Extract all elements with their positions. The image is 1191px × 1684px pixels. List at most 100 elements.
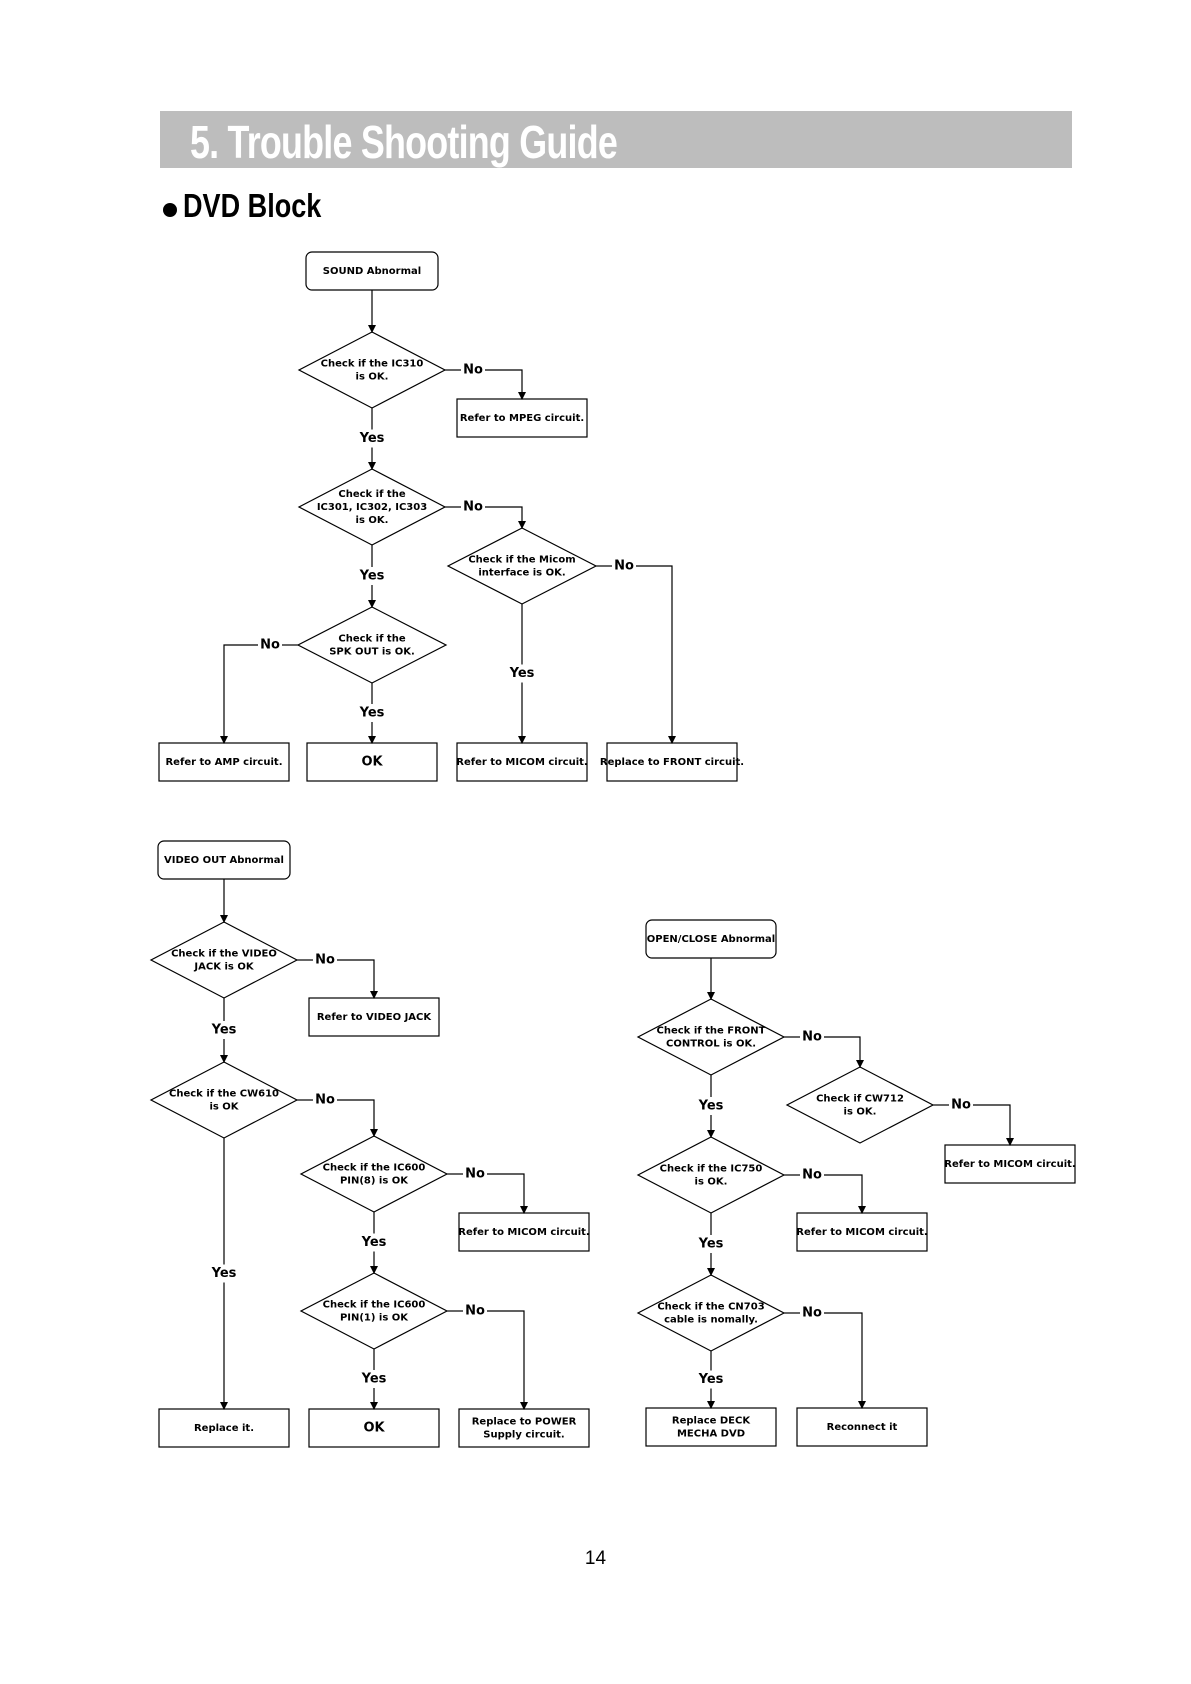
process-box	[158, 1408, 290, 1448]
node-text: Check if the IC600	[323, 1163, 426, 1174]
flow-node-process: Refer to VIDEO JACK	[308, 997, 440, 1037]
node-text: cable is nomally.	[664, 1315, 758, 1326]
node-text: Check if the VIDEO	[171, 949, 277, 960]
no-label: No	[315, 1093, 335, 1108]
process-box	[308, 1408, 440, 1448]
process-box	[606, 742, 738, 782]
flow-edge	[337, 1099, 378, 1137]
process-box	[645, 1407, 777, 1447]
node-text: is OK.	[356, 515, 389, 526]
yes-label: Yes	[359, 431, 385, 446]
no-label: No	[465, 1304, 485, 1319]
no-label: No	[802, 1306, 822, 1321]
node-text: Check if the IC600	[323, 1300, 426, 1311]
process-box	[456, 742, 588, 782]
node-text: MECHA DVD	[677, 1429, 745, 1440]
flow-edge	[487, 1310, 528, 1410]
yes-label: Yes	[361, 1235, 387, 1250]
node-text: Refer to MICOM circuit.	[944, 1159, 1075, 1170]
node-text: Check if the CW610	[169, 1089, 279, 1100]
flow-node-decision: Check if the FRONT CONTROL is OK.	[636, 998, 786, 1076]
node-text: CONTROL is OK.	[666, 1039, 756, 1050]
yes-label: Yes	[211, 1023, 237, 1038]
node-text: Refer to MPEG circuit.	[460, 413, 584, 424]
node-text: is OK.	[356, 372, 389, 383]
node-text: Check if the	[338, 489, 405, 500]
node-text: Replace to POWER	[472, 1417, 577, 1428]
yes-label: Yes	[211, 1266, 237, 1281]
node-text: JACK is OK	[193, 962, 254, 973]
decision-diamond	[149, 1061, 299, 1139]
flow-node-process: Refer to MICOM circuit.	[456, 742, 588, 782]
no-label: No	[614, 559, 634, 574]
process-box	[796, 1407, 928, 1447]
node-text: OK	[361, 755, 383, 770]
decision-diamond	[299, 1272, 449, 1350]
flow-node-process: Replace it.	[158, 1408, 290, 1448]
flow-node-process: Refer to MICOM circuit.	[796, 1212, 928, 1252]
node-text: SPK OUT is OK.	[329, 647, 415, 658]
node-text: IC301, IC302, IC303	[317, 502, 427, 513]
node-text: OPEN/CLOSE Abnormal	[647, 934, 775, 945]
page-title: 5. Trouble Shooting Guide	[190, 116, 618, 168]
decision-diamond	[296, 606, 448, 684]
node-text: Supply circuit.	[483, 1430, 564, 1441]
flow-edge	[636, 565, 676, 744]
node-text: is OK	[209, 1102, 239, 1113]
decision-diamond	[636, 1274, 786, 1352]
flow-edge	[824, 1174, 866, 1214]
node-text: Check if the CN703	[657, 1302, 764, 1313]
flow-node-process: Reconnect it	[796, 1407, 928, 1447]
node-text: Refer to MICOM circuit.	[458, 1227, 589, 1238]
flow-node-process: Replace DECK MECHA DVD	[645, 1407, 777, 1447]
flow-node-terminal: OPEN/CLOSE Abnormal	[645, 919, 777, 959]
no-label: No	[463, 363, 483, 378]
node-text: Refer to MICOM circuit.	[796, 1227, 927, 1238]
node-text: Replace it.	[194, 1423, 254, 1434]
node-text: Check if CW712	[816, 1094, 904, 1105]
node-text: Reconnect it	[827, 1422, 898, 1433]
node-text: Refer to MICOM circuit.	[456, 757, 587, 768]
node-text: is OK.	[695, 1177, 728, 1188]
no-label: No	[465, 1167, 485, 1182]
no-label: No	[315, 953, 335, 968]
flow-node-process: Refer to MICOM circuit.	[458, 1212, 590, 1252]
flow-node-process: Refer to MPEG circuit.	[456, 398, 588, 438]
flow-edge	[337, 959, 378, 999]
node-text: OK	[363, 1421, 385, 1436]
node-text: Refer to AMP circuit.	[165, 757, 282, 768]
yes-label: Yes	[359, 569, 385, 584]
section-title: DVD Block	[183, 187, 322, 224]
yes-label: Yes	[698, 1372, 724, 1387]
decision-diamond	[785, 1066, 935, 1144]
no-label: No	[951, 1098, 971, 1113]
flow-node-process: Refer to MICOM circuit.	[944, 1144, 1076, 1184]
yes-label: Yes	[698, 1237, 724, 1252]
decision-diamond	[297, 331, 447, 409]
flow-node-process: Replace to FRONT circuit.	[600, 742, 744, 782]
node-text: Check if the FRONT	[657, 1026, 766, 1037]
no-label: No	[463, 500, 483, 515]
page-number: 14	[584, 1548, 607, 1569]
flow-node-process: Replace to POWER Supply circuit.	[458, 1408, 590, 1448]
yes-label: Yes	[359, 706, 385, 721]
node-text: Replace DECK	[672, 1416, 751, 1427]
node-text: Refer to VIDEO JACK	[317, 1012, 433, 1023]
flow-node-process: Refer to AMP circuit.	[158, 742, 290, 782]
decision-diamond	[446, 527, 598, 605]
process-box	[796, 1212, 928, 1252]
no-label: No	[802, 1030, 822, 1045]
flow-node-decision: Check if the CN703 cable is nomally.	[636, 1274, 786, 1352]
node-text: SOUND Abnormal	[323, 266, 421, 277]
flow-edge	[220, 644, 258, 744]
yes-label: Yes	[361, 1372, 387, 1387]
node-text: PIN(8) is OK	[340, 1176, 409, 1187]
flow-node-process: OK	[308, 1408, 440, 1448]
